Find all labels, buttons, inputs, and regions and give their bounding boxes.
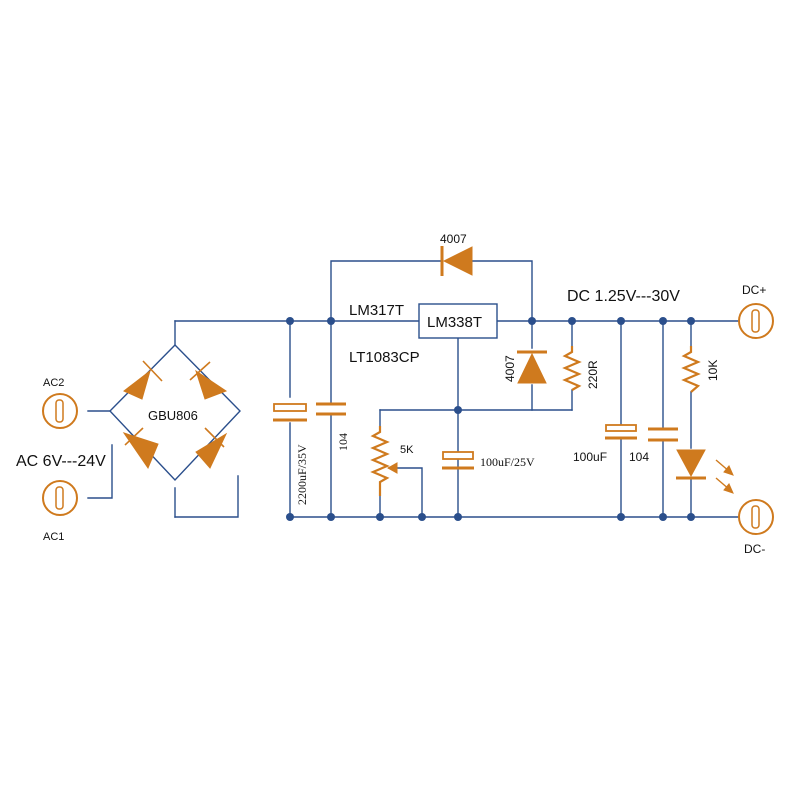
bridge-diode-ll <box>122 432 159 470</box>
diode-prot-label: 4007 <box>503 355 517 382</box>
bridge-diode-ul <box>123 369 151 400</box>
cap-104-input <box>316 402 346 416</box>
cap-100uf-25v <box>442 451 474 470</box>
regulator <box>418 303 498 339</box>
ac2-label: AC2 <box>43 377 64 389</box>
cap-100uf-label: 100uF <box>573 450 607 464</box>
resistor-10k <box>681 346 701 393</box>
resistor-220r <box>562 346 582 391</box>
cap-100-25-label: 100uF/25V <box>480 455 535 469</box>
ac-range-label: AC 6V---24V <box>16 453 106 470</box>
bridge-diode-ur <box>195 369 228 400</box>
dc-minus-label: DC- <box>744 542 765 556</box>
led-light-arrows <box>715 459 734 494</box>
res-220r-label: 220R <box>586 360 600 389</box>
lt1083-label: LT1083CP <box>349 349 420 366</box>
labels: AC2 AC1 AC 6V---24V GBU806 4007 LM317T L… <box>16 232 766 556</box>
dc-minus-jack <box>738 499 774 535</box>
led-indicator <box>676 449 734 494</box>
dc-plus-jack <box>738 303 774 339</box>
ac1-jack <box>42 480 78 516</box>
pot-5k-label: 5K <box>400 444 414 456</box>
dc-plus-label: DC+ <box>742 283 766 297</box>
bridge-diode-lr <box>195 432 228 469</box>
dc-range-label: DC 1.25V---30V <box>567 288 680 305</box>
bridge-label: GBU806 <box>148 408 198 423</box>
diode-4007-protection <box>517 350 547 384</box>
wires <box>87 260 739 518</box>
cap-100uf-output <box>605 424 637 440</box>
cap-104-in-label: 104 <box>336 433 350 451</box>
diode-4007-bypass <box>440 246 473 276</box>
cap-104-out-label: 104 <box>629 450 649 464</box>
lm317-label: LM317T <box>349 302 404 319</box>
ac2-jack <box>42 393 78 429</box>
junction-dots <box>286 317 695 521</box>
bridge-rectifier <box>109 344 241 482</box>
cap-2200uf <box>273 403 307 422</box>
lm338-label: LM338T <box>427 314 482 331</box>
ac1-label: AC1 <box>43 531 64 543</box>
res-10k-label: 10K <box>706 360 720 381</box>
potentiometer-5k <box>370 426 398 496</box>
cap-104-output <box>648 427 678 442</box>
pot-wiper-arrow <box>386 462 398 474</box>
diode-top-label: 4007 <box>440 232 467 246</box>
cap-2200uf-label: 2200uF/35V <box>295 444 309 505</box>
